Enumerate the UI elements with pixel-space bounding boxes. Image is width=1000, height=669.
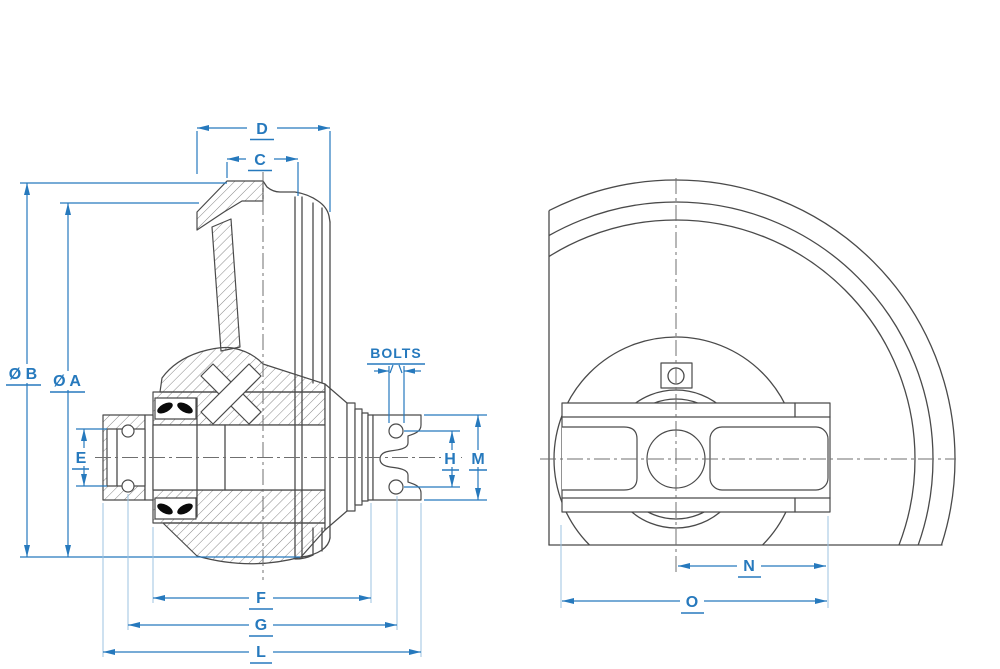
dimension-n: N xyxy=(678,516,829,608)
section-view xyxy=(95,172,492,580)
dimension-dia-a: Ø A xyxy=(49,202,199,557)
web-section xyxy=(211,218,241,352)
rim-section-top xyxy=(196,180,264,231)
dim-label-l: L xyxy=(256,644,266,661)
dimension-o: O xyxy=(560,525,827,614)
dim-label-n: N xyxy=(743,558,755,575)
dim-label-e: E xyxy=(76,450,87,467)
seal-ring xyxy=(157,503,173,515)
left-bolt-hole-bottom xyxy=(121,479,135,493)
dim-label-dia-a: Ø A xyxy=(53,373,81,390)
dim-label-d: D xyxy=(256,121,268,138)
dimension-e: E xyxy=(71,428,107,487)
seal-ring xyxy=(177,402,193,414)
dim-label-dia-b: Ø B xyxy=(9,366,37,383)
dimension-d: D xyxy=(196,121,331,212)
seal-ring xyxy=(157,402,173,414)
dimension-f: F xyxy=(152,503,372,610)
seal-ring xyxy=(177,503,193,515)
dim-label-h: H xyxy=(444,451,456,468)
dimension-h: H xyxy=(404,430,461,488)
dimension-m: M xyxy=(424,414,490,501)
dim-label-g: G xyxy=(255,617,267,634)
dim-label-bolts: BOLTS xyxy=(370,345,421,361)
end-bolt-hole-top xyxy=(388,423,404,439)
dim-label-c: C xyxy=(254,152,266,169)
mounting-bracket xyxy=(561,402,831,513)
seal-group-top xyxy=(154,397,197,420)
rib-cross-bands xyxy=(200,363,262,425)
dimension-dia-b: Ø B xyxy=(4,182,300,558)
left-bolt-hole-top xyxy=(121,424,135,438)
seal-group-bottom xyxy=(154,497,197,520)
dim-label-o: O xyxy=(686,594,698,611)
bolt-end-cap xyxy=(372,414,422,501)
hub-casting-bottom xyxy=(162,522,326,565)
dim-label-f: F xyxy=(256,590,266,607)
dim-label-m: M xyxy=(471,451,484,468)
dimension-c: C xyxy=(226,152,299,196)
rim-outer-profile xyxy=(262,180,331,560)
side-view xyxy=(540,178,956,575)
dimension-bolts: BOLTS xyxy=(367,345,425,423)
dimension-g: G xyxy=(127,494,398,637)
end-bolt-hole-bottom xyxy=(388,479,404,495)
dimension-l: L xyxy=(102,503,422,664)
